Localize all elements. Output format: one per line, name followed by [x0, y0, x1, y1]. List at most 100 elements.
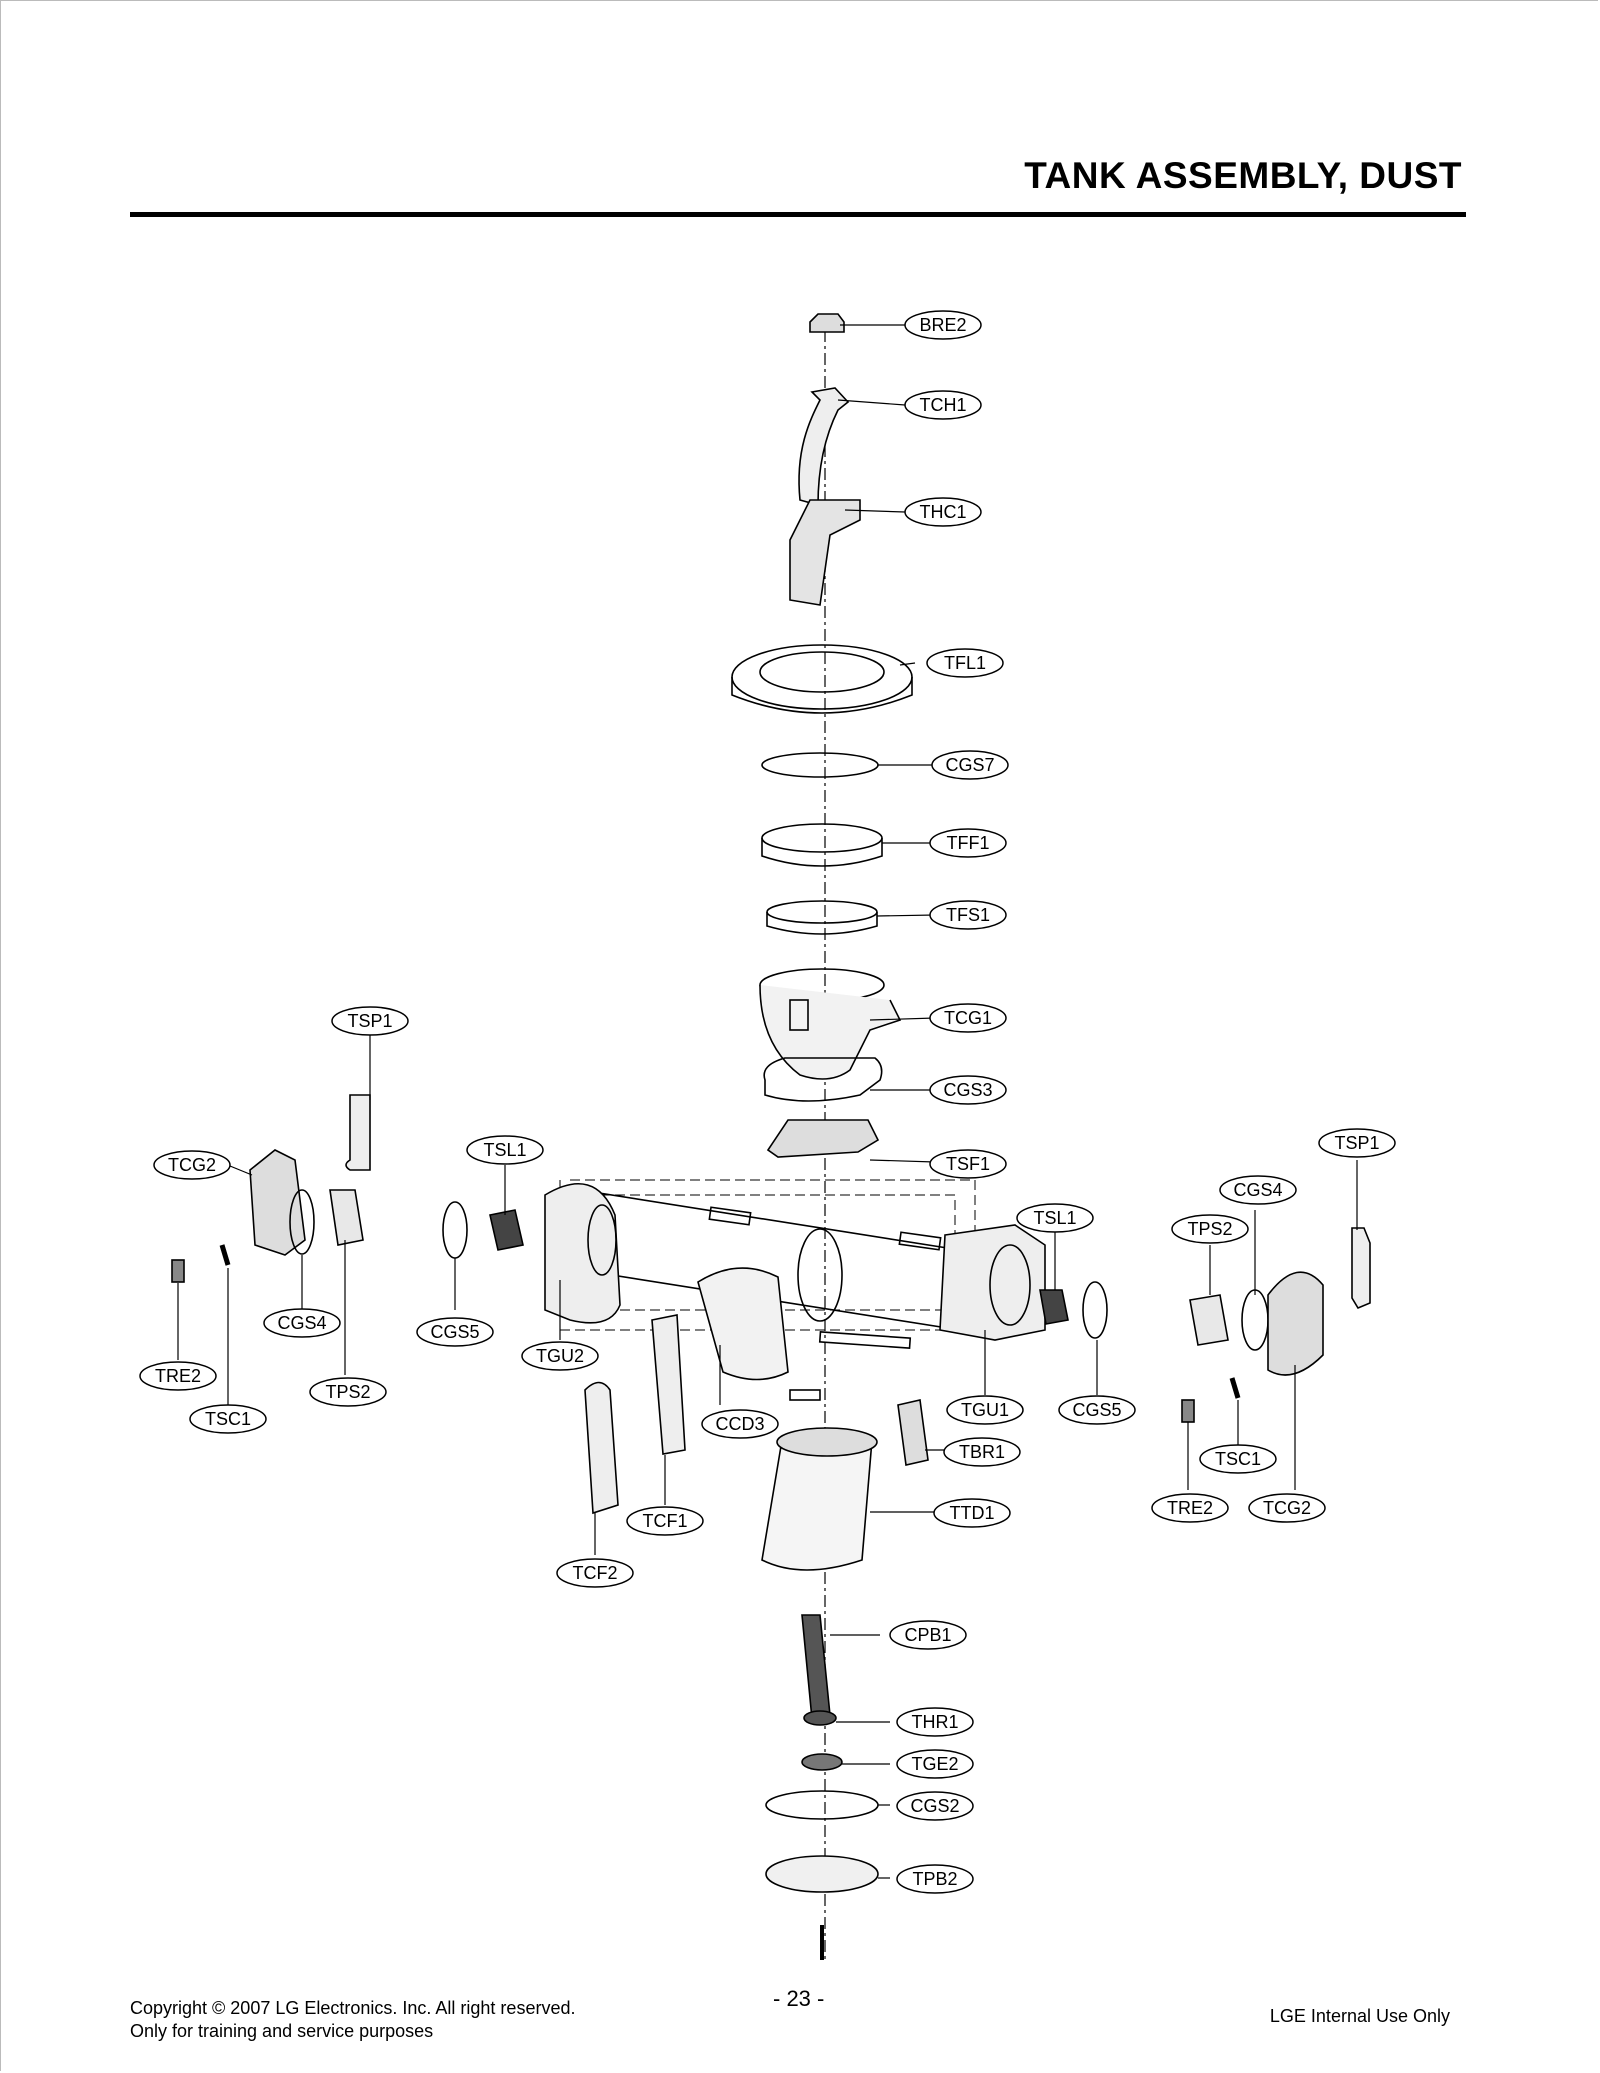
assembly-parts: [171, 313, 1371, 1960]
footer-left: Copyright © 2007 LG Electronics. Inc. Al…: [130, 1997, 575, 2043]
callout-tre2-right: TRE2: [1151, 1493, 1229, 1523]
cyclone-body: [759, 984, 902, 1080]
callout-label: CGS4: [277, 1313, 326, 1333]
callout-label: TRE2: [1167, 1498, 1213, 1518]
callout-label: TSC1: [1215, 1449, 1261, 1469]
callout-cgs4-right: CGS4: [1219, 1175, 1297, 1205]
callout-label: TSF1: [946, 1154, 990, 1174]
tube-top-edge: [579, 1189, 961, 1251]
callout-label: TCG1: [944, 1008, 992, 1028]
callout-tpb2: TPB2: [896, 1864, 974, 1894]
callout-tps2-right: TPS2: [1171, 1214, 1249, 1244]
callout-tgu1: TGU1: [946, 1395, 1024, 1425]
callout-label: TSL1: [1033, 1208, 1076, 1228]
callout-label: TPS2: [1187, 1219, 1232, 1239]
plate-button-part: [801, 1614, 831, 1720]
callout-label: CGS5: [1072, 1400, 1121, 1420]
right-spring-plate: [1351, 1227, 1371, 1310]
left-spring: [219, 1244, 231, 1266]
gear-part: [801, 1753, 843, 1771]
callout-cpb1: CPB1: [889, 1620, 967, 1650]
cyclone-window: [789, 999, 809, 1031]
callout-tsl1-right: TSL1: [1016, 1203, 1094, 1233]
filter-frame-top: [761, 823, 883, 853]
cover-duct-part: [697, 1267, 789, 1381]
callout-label: TGU2: [536, 1346, 584, 1366]
usage-text: Only for training and service purposes: [130, 2021, 434, 2041]
callout-label: TFF1: [947, 833, 990, 853]
right-spring: [1229, 1377, 1241, 1399]
callout-tsf1: TSF1: [929, 1149, 1007, 1179]
callout-label: THR1: [911, 1712, 958, 1732]
title-rule: [130, 212, 1466, 217]
callout-thr1: THR1: [896, 1707, 974, 1737]
filter-sponge-side: [766, 912, 878, 935]
separator-frame: [766, 1119, 880, 1158]
tube-ring: [797, 1228, 843, 1322]
callout-label: TCF2: [573, 1563, 618, 1583]
callout-label: TBR1: [959, 1442, 1005, 1462]
callout-label: CGS2: [910, 1796, 959, 1816]
callout-tcg2-left: TCG2: [153, 1150, 231, 1180]
callout-label: TSP1: [1334, 1133, 1379, 1153]
callout-cgs2: CGS2: [896, 1791, 974, 1821]
callout-tge2: TGE2: [896, 1749, 974, 1779]
callout-label: TFS1: [946, 905, 990, 925]
left-cgs4-ring: [289, 1189, 315, 1255]
callout-tre2-left: TRE2: [139, 1361, 217, 1391]
callout-label: TPB2: [912, 1869, 957, 1889]
tank-top: [776, 1427, 878, 1457]
callout-tgu2: TGU2: [521, 1341, 599, 1371]
callout-tbr1: TBR1: [943, 1437, 1021, 1467]
callout-label: TRE2: [155, 1366, 201, 1386]
callout-tcg2-right: TCG2: [1248, 1493, 1326, 1523]
left-pipe-seal: [329, 1189, 364, 1246]
left-spring-plate: [345, 1094, 371, 1171]
callout-tsl1-left: TSL1: [466, 1135, 544, 1165]
callout-tsp1-right: TSP1: [1318, 1128, 1396, 1158]
internal-use-text: LGE Internal Use Only: [1269, 2006, 1450, 2026]
right-guide-part: [939, 1224, 1046, 1341]
callout-cgs4-left: CGS4: [263, 1308, 341, 1338]
callout-tcg1: TCG1: [929, 1003, 1007, 1033]
tube-slot-2: [898, 1231, 942, 1251]
right-cover-guide: [1267, 1271, 1324, 1376]
callout-tsc1-right: TSC1: [1199, 1444, 1277, 1474]
callout-label: TCG2: [1263, 1498, 1311, 1518]
callout-label: TCF1: [643, 1511, 688, 1531]
left-guide-part: [544, 1183, 621, 1324]
bottom-plate: [765, 1855, 879, 1893]
callout-label: TPS2: [325, 1382, 370, 1402]
callout-tff1: TFF1: [929, 828, 1007, 858]
callout-bre2: BRE2: [904, 310, 982, 340]
cover-front-2: [584, 1381, 619, 1515]
callout-label: CGS5: [430, 1322, 479, 1342]
left-cover-guide: [249, 1149, 306, 1256]
callout-thc1: THC1: [904, 497, 982, 527]
handle-part: [798, 387, 850, 507]
callout-label: TCG2: [168, 1155, 216, 1175]
callout-tfs1: TFS1: [929, 900, 1007, 930]
callout-tcf2: TCF2: [556, 1558, 634, 1588]
left-cgs5-ring: [442, 1201, 468, 1259]
gasket-7: [761, 752, 879, 778]
gasket-3: [763, 1057, 883, 1102]
tube-slot-3: [818, 1331, 912, 1349]
tank-body: [761, 1439, 873, 1571]
filter-sponge-top: [766, 900, 878, 924]
left-slider: [489, 1209, 524, 1251]
callout-label: TSL1: [483, 1140, 526, 1160]
callout-tsc1-left: TSC1: [189, 1404, 267, 1434]
callout-cgs5-right: CGS5: [1058, 1395, 1136, 1425]
gasket-2: [765, 1790, 879, 1820]
callout-tps2-left: TPS2: [309, 1377, 387, 1407]
copyright-text: Copyright © 2007 LG Electronics. Inc. Al…: [130, 1998, 576, 2018]
page-number: - 23 -: [773, 1986, 825, 2011]
left-release: [171, 1259, 185, 1283]
right-cgs5-ring: [1082, 1281, 1108, 1339]
holder-part: [803, 1710, 837, 1726]
callout-label: CPB1: [904, 1625, 951, 1645]
right-cgs4-ring: [1241, 1289, 1269, 1351]
